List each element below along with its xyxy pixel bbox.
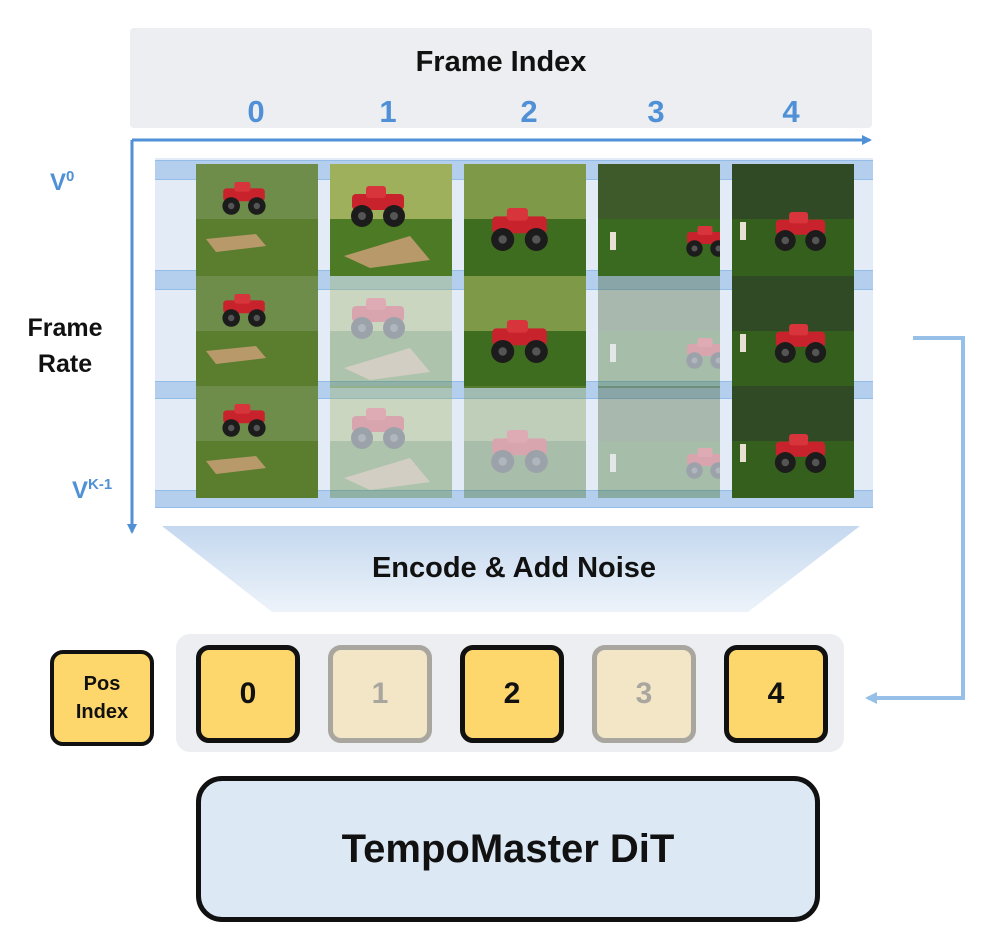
monster-truck-frame-image [598, 276, 720, 388]
monster-truck-frame-image [732, 164, 854, 276]
monster-truck-frame-image [464, 164, 586, 276]
column-index-0: 0 [247, 94, 265, 129]
video-frame-r0-c1 [330, 164, 452, 276]
tempomaster-dit-block: TempoMaster DiT [196, 776, 820, 922]
encode-trapezoid [162, 526, 860, 612]
pos-index-label: Pos Index [50, 650, 154, 746]
row-band [155, 490, 873, 508]
video-frame-r2-c0 [196, 386, 318, 498]
row-label-v0: V0 [50, 168, 75, 196]
column-index-4: 4 [782, 94, 800, 129]
row-label-vk-1: VK-1 [72, 476, 113, 504]
monster-truck-frame-image [196, 164, 318, 276]
monster-truck-frame-image [196, 276, 318, 388]
column-index-2: 2 [520, 94, 538, 129]
video-frame-r1-c4 [732, 276, 854, 388]
video-frame-r2-c2 [464, 386, 586, 498]
encode-add-noise-label: Encode & Add Noise [371, 552, 657, 584]
video-frame-r0-c4 [732, 164, 854, 276]
frame-rate-axis-title: Frame Rate [27, 314, 103, 378]
monster-truck-frame-image [330, 276, 452, 388]
position-token-2: 2 [460, 645, 564, 743]
monster-truck-frame-image [732, 276, 854, 388]
monster-truck-frame-image [464, 386, 586, 498]
video-frame-r0-c2 [464, 164, 586, 276]
video-frame-r1-c3 [598, 276, 720, 388]
position-token-4: 4 [724, 645, 828, 743]
feedback-arrow [865, 336, 965, 704]
column-index-3: 3 [647, 94, 665, 129]
column-index-1: 1 [379, 94, 397, 129]
video-frame-r0-c0 [196, 164, 318, 276]
position-token-1: 1 [328, 645, 432, 743]
monster-truck-frame-image [196, 386, 318, 498]
monster-truck-frame-image [464, 276, 586, 388]
monster-truck-frame-image [330, 386, 452, 498]
monster-truck-frame-image [598, 386, 720, 498]
monster-truck-frame-image [330, 164, 452, 276]
video-frame-r0-c3 [598, 164, 720, 276]
monster-truck-frame-image [732, 386, 854, 498]
video-frame-r2-c3 [598, 386, 720, 498]
video-frame-r2-c4 [732, 386, 854, 498]
frame-index-axis-title: Frame Index [415, 46, 587, 78]
frame-index-header-panel [130, 28, 872, 128]
position-token-0: 0 [196, 645, 300, 743]
position-token-3: 3 [592, 645, 696, 743]
video-frame-r1-c1 [330, 276, 452, 388]
video-frame-r1-c2 [464, 276, 586, 388]
monster-truck-frame-image [598, 164, 720, 276]
video-frame-r1-c0 [196, 276, 318, 388]
video-frame-r2-c1 [330, 386, 452, 498]
